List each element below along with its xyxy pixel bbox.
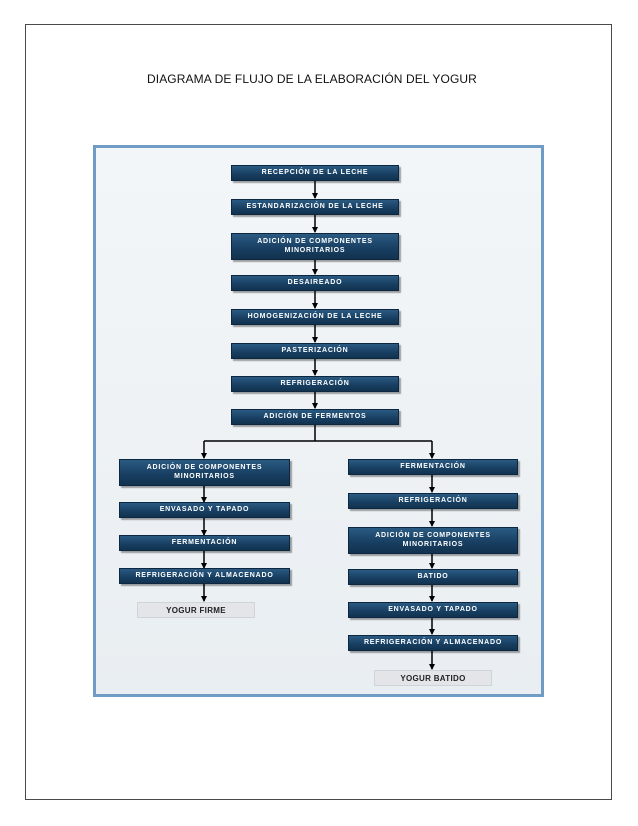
- right-step-refrigeracion-almacenado: REFRIGERACIÓN Y ALMACENADO: [348, 635, 518, 651]
- step-adicion-fermentos: ADICIÓN DE FERMENTOS: [231, 409, 399, 425]
- step-adicion-componentes: ADICIÓN DE COMPONENTES MINORITARIOS: [231, 233, 399, 260]
- step-recepcion: RECEPCIÓN DE LA LECHE: [231, 165, 399, 181]
- step-refrigeracion: REFRIGERACIÓN: [231, 376, 399, 392]
- document-title: DIAGRAMA DE FLUJO DE LA ELABORACIÓN DEL …: [147, 72, 477, 86]
- step-desaireado: DESAIREADO: [231, 275, 399, 291]
- result-yogur-firme: YOGUR FIRME: [137, 602, 255, 618]
- left-step-envasado: ENVASADO Y TAPADO: [119, 502, 290, 518]
- right-step-batido: BATIDO: [348, 569, 518, 585]
- step-pasterizacion: PASTERIZACIÓN: [231, 343, 399, 359]
- page-border: [25, 24, 612, 800]
- result-yogur-batido: YOGUR BATIDO: [374, 670, 492, 686]
- step-estandarizacion: ESTANDARIZACIÓN DE LA LECHE: [231, 199, 399, 215]
- step-homogenizacion: HOMOGENIZACIÓN DE LA LECHE: [231, 309, 399, 325]
- right-step-fermentacion: FERMENTACIÓN: [348, 459, 518, 475]
- right-step-envasado: ENVASADO Y TAPADO: [348, 602, 518, 618]
- left-step-adicion-componentes: ADICIÓN DE COMPONENTES MINORITARIOS: [119, 459, 290, 486]
- left-step-fermentacion: FERMENTACIÓN: [119, 535, 290, 551]
- left-step-refrigeracion-almacenado: REFRIGERACIÓN Y ALMACENADO: [119, 568, 290, 584]
- right-step-refrigeracion: REFRIGERACIÓN: [348, 493, 518, 509]
- right-step-adicion-componentes: ADICIÓN DE COMPONENTES MINORITARIOS: [348, 527, 518, 554]
